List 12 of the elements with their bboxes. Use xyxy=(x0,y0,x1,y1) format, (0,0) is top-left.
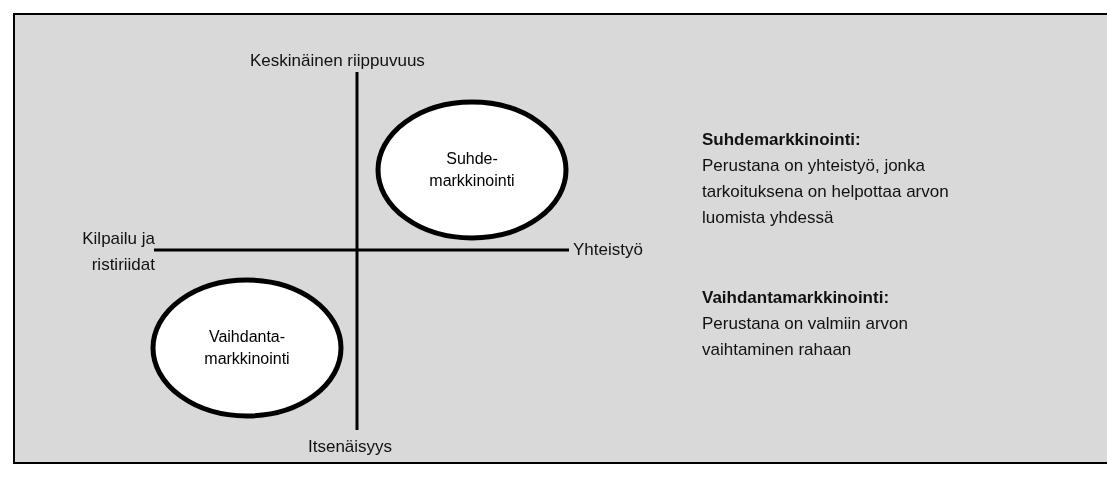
ellipse-node xyxy=(150,277,344,419)
node-label: Vaihdanta- markkinointi xyxy=(203,327,291,369)
node-label: Suhde- markkinointi xyxy=(428,149,516,191)
note-heading: Suhdemarkkinointi: xyxy=(702,129,862,151)
ellipse-node xyxy=(375,99,569,241)
note-text: Perustana on valmiin arvon vaihtaminen rahaan xyxy=(702,313,909,361)
axis-label: Keskinäinen riippuvuus xyxy=(250,50,426,72)
note-heading: Vaihdantamarkkinointi: xyxy=(702,287,891,309)
axis-label: Yhteistyö xyxy=(573,239,644,261)
axis-label: Itsenäisyys xyxy=(308,436,394,458)
note-text: Perustana on yhteistyö, jonka tarkoituksena on helpottaa arvon luomista yhdessä xyxy=(702,155,950,229)
axis-label: Kilpailu ja ristiriidat xyxy=(81,228,155,276)
